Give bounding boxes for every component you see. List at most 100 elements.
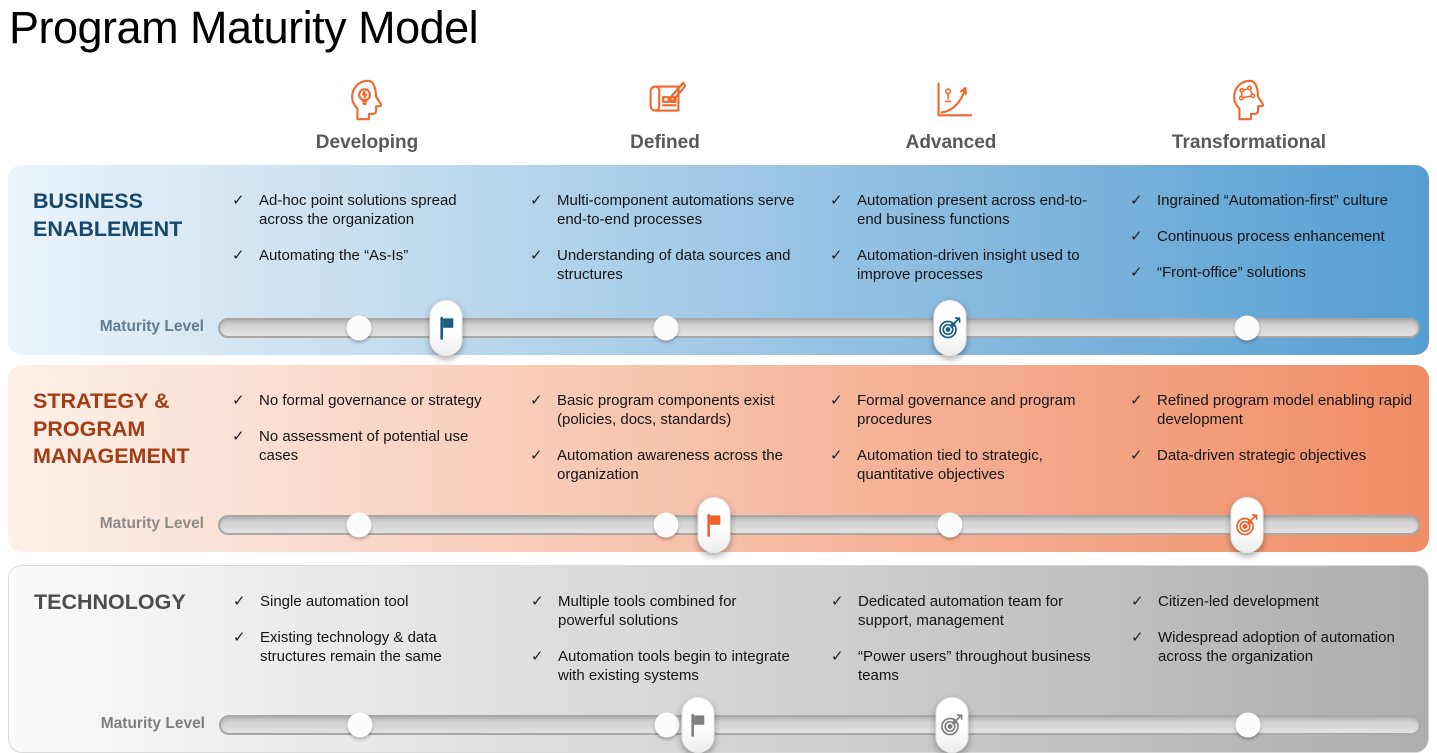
check-icon: ✓	[233, 593, 246, 610]
level-dot	[937, 512, 963, 538]
check-icon: ✓	[1130, 447, 1143, 464]
flag-icon	[707, 513, 721, 537]
level-dot	[346, 315, 372, 341]
bullet-text: Understanding of data sources and struct…	[557, 247, 791, 283]
current-level-flag-marker[interactable]	[697, 497, 731, 553]
check-icon: ✓	[531, 593, 544, 610]
check-icon: ✓	[530, 192, 543, 209]
target-level-marker[interactable]	[1230, 497, 1264, 553]
bullet-text: No formal governance or strategy	[259, 392, 482, 409]
maturity-band-gray: TECHNOLOGY ✓Single automation tool✓Exist…	[8, 565, 1429, 753]
target-icon	[1236, 514, 1258, 536]
check-icon: ✓	[1130, 192, 1143, 209]
page-title: Program Maturity Model	[9, 2, 479, 53]
bullet-item: ✓Automation tied to strategic, quantitat…	[830, 446, 1095, 484]
band-column: ✓ Formal governance and program procedure…	[830, 391, 1095, 501]
bullet-item: ✓“Front-office” solutions	[1130, 263, 1425, 282]
band-title: STRATEGY & PROGRAM MANAGEMENT	[33, 389, 190, 468]
level-dot	[1234, 315, 1260, 341]
current-level-flag-marker[interactable]	[429, 300, 463, 356]
bullet-item: ✓Automation present across end-to-end bu…	[830, 191, 1095, 229]
bullet-item: ✓ Dedicated automation team for support, …	[831, 592, 1096, 630]
level-dot	[653, 315, 679, 341]
column-header-developing: Developing	[247, 76, 487, 154]
band-column: ✓ Single automation tool ✓ Existing technol…	[233, 592, 498, 683]
bullet-text: Automation tied to strategic, quantitati…	[857, 447, 1043, 483]
bullet-text: No assessment of potential use cases	[259, 428, 469, 464]
flag-icon	[440, 316, 454, 340]
column-label: Defined	[630, 132, 700, 153]
bullet-text: Continuous process enhancement	[1157, 228, 1385, 245]
bullet-text: Basic program components exist (policies…	[557, 392, 775, 428]
level-dot	[347, 712, 373, 738]
bullet-item: ✓Understanding of data sources and struc…	[530, 246, 795, 284]
bullet-text: Automation tools begin to integrate with…	[558, 648, 790, 684]
check-icon: ✓	[232, 428, 245, 445]
target-level-marker[interactable]	[933, 300, 967, 356]
check-icon: ✓	[831, 593, 844, 610]
band-column: ✓Ad-hoc point solutions spread across th…	[232, 191, 497, 282]
bullet-item: ✓ Continuous process enhancement	[1130, 227, 1425, 246]
check-icon: ✓	[1130, 228, 1143, 245]
band-column: ✓Ingrained “Automation-first” culture✓Co…	[1130, 191, 1425, 299]
check-icon: ✓	[1130, 392, 1143, 409]
band-column: ✓ Dedicated automation team for support, …	[831, 592, 1096, 702]
band-column: ✓ Multi-component automations serve end-t…	[530, 191, 795, 301]
column-header-advanced: Advanced	[831, 76, 1071, 154]
bullet-item: ✓ Basic program components exist (policie…	[530, 391, 795, 429]
target-level-marker[interactable]	[935, 697, 969, 753]
band-column: ✓ Basic program components exist (policie…	[530, 391, 795, 501]
flag-icon	[691, 713, 705, 737]
column-header-defined: Defined	[545, 76, 785, 154]
maturity-band-blue: BUSINESS ENABLEMENT ✓Ad-hoc point soluti…	[8, 165, 1429, 356]
band-title: BUSINESS ENABLEMENT	[33, 189, 183, 241]
check-icon: ✓	[232, 247, 245, 264]
bullet-text: Existing technology & data structures re…	[260, 629, 442, 665]
head-circuit-icon	[1129, 76, 1369, 124]
maturity-slider-track	[219, 697, 1421, 753]
column-label: Advanced	[905, 132, 997, 153]
band-column: ✓ Refined program model enabling rapid de…	[1130, 391, 1425, 482]
head-lightbulb-icon	[247, 76, 487, 124]
bullet-item: ✓Ad-hoc point solutions spread across th…	[232, 191, 497, 229]
bullet-item: ✓ Multi-component automations serve end-t…	[530, 191, 795, 229]
bullet-item: ✓ Data-driven strategic objectives	[1130, 446, 1425, 465]
bullet-item: ✓ Single automation tool	[233, 592, 498, 611]
check-icon: ✓	[233, 629, 246, 646]
bullet-text: Refined program model enabling rapid dev…	[1157, 392, 1413, 428]
bullet-text: Data-driven strategic objectives	[1157, 447, 1367, 464]
bullet-text: Formal governance and program procedures	[857, 392, 1076, 428]
check-icon: ✓	[1131, 593, 1144, 610]
bullet-item: ✓ Widespread adoption of automation acros…	[1131, 628, 1426, 666]
growth-chart-icon	[831, 76, 1071, 124]
check-icon: ✓	[530, 447, 543, 464]
bullet-text: Automating the “As-Is”	[259, 247, 409, 264]
check-icon: ✓	[830, 192, 843, 209]
check-icon: ✓	[232, 192, 245, 209]
check-icon: ✓	[232, 392, 245, 409]
bullet-text: “Front-office” solutions	[1157, 264, 1306, 281]
bullet-item: ✓ Automation tools begin to integrate wit…	[531, 647, 796, 685]
maturity-slider-track	[218, 300, 1420, 356]
check-icon: ✓	[1131, 629, 1144, 646]
band-column: ✓Citizen-led development✓Widespread adop…	[1131, 592, 1426, 683]
bullet-item: ✓Ingrained “Automation-first” culture	[1130, 191, 1425, 210]
level-dot	[654, 712, 680, 738]
target-icon	[941, 714, 963, 736]
bullet-text: Dedicated automation team for support, m…	[858, 593, 1064, 629]
bullet-text: Multi-component automations serve end-to…	[557, 192, 795, 228]
bullet-item: ✓Automation-driven insight used to impro…	[830, 246, 1095, 284]
level-dot	[1235, 712, 1261, 738]
band-column: ✓Multiple tools combined for powerful so…	[531, 592, 796, 702]
current-level-flag-marker[interactable]	[681, 697, 715, 753]
bullet-item: ✓Citizen-led development	[1131, 592, 1426, 611]
bullet-text: Single automation tool	[260, 593, 409, 610]
check-icon: ✓	[531, 648, 544, 665]
check-icon: ✓	[830, 392, 843, 409]
bullet-text: Widespread adoption of automation across…	[1158, 629, 1395, 665]
bullet-item: ✓ Automating the “As-Is”	[232, 246, 497, 265]
level-dot	[653, 512, 679, 538]
column-header-transformational: Transformational	[1129, 76, 1369, 154]
level-dot	[346, 512, 372, 538]
check-icon: ✓	[530, 392, 543, 409]
